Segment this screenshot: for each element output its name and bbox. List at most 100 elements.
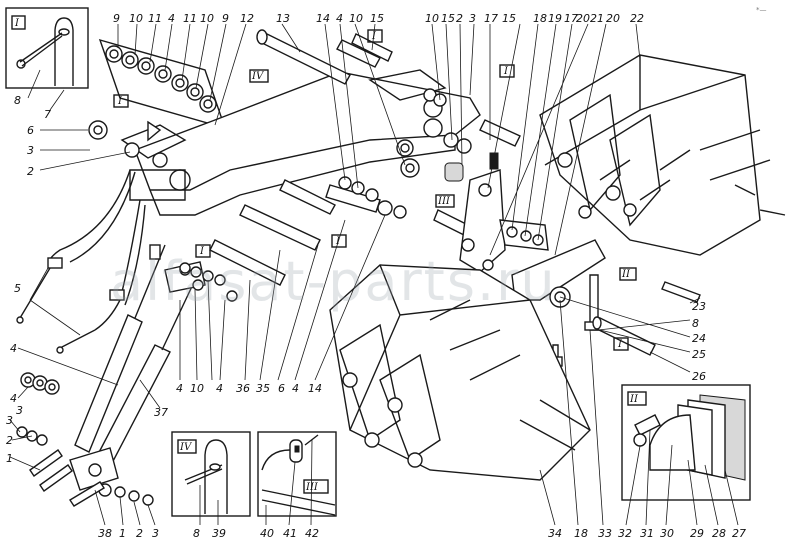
callout-4: 4: [168, 12, 175, 25]
callout-34: 34: [548, 527, 562, 540]
bucket-upper-shell: [539, 54, 761, 256]
inset-IV: IV: [171, 431, 251, 517]
callout-10: 10: [200, 12, 214, 25]
callout-29: 29: [690, 527, 704, 540]
bucket-upper: [539, 54, 786, 256]
corner-mark: *—: [754, 0, 794, 19]
callouts-bottom: 38 1 2 3 37 4 10 4 36 35 6 4 14 34 18 33…: [98, 382, 746, 540]
callout-33: 33: [598, 527, 612, 540]
inset-III-roman: III: [305, 482, 319, 493]
inset-I-roman-box: [11, 15, 26, 30]
callout-27: 27: [732, 527, 746, 540]
inset-II: II: [621, 384, 751, 501]
callout-5: 5: [14, 282, 21, 295]
callout-10: 10: [129, 12, 143, 25]
cylinder-1-body: [74, 314, 143, 453]
inset-II-frame: [621, 384, 751, 501]
callout-3: 3: [27, 144, 34, 157]
grease-fitting-top: [489, 152, 499, 170]
callout-9: 9: [113, 12, 120, 25]
bucket-lower-ear-2: [379, 353, 441, 462]
inset-I: I: [5, 7, 89, 89]
inset-IV-pin: [204, 439, 228, 514]
inset-I-pin: [54, 17, 74, 86]
callout-17: 17: [564, 12, 578, 25]
callout-3: 3: [6, 414, 13, 427]
callout-13: 13: [276, 12, 290, 25]
inset-III-wire: [261, 449, 291, 471]
hydraulic-hoses: [16, 169, 146, 354]
bucket-upper-ear-1: [569, 93, 621, 212]
callout-4: 4: [336, 12, 343, 25]
bucket-lower: [329, 264, 591, 481]
svg-text:I: I: [503, 66, 509, 77]
callout-4: 4: [292, 382, 299, 395]
inset-III-label-41: 41: [283, 527, 297, 540]
callout-19: 19: [548, 12, 562, 25]
svg-text:I: I: [117, 96, 123, 107]
callout-2: 2: [136, 527, 143, 540]
callout-18: 18: [574, 527, 588, 540]
leader-lines: [9, 23, 739, 526]
svg-text:IV: IV: [251, 71, 265, 82]
inset-I-frame: [5, 7, 89, 89]
callout-3: 3: [152, 527, 159, 540]
inset-III-frame: [257, 431, 337, 517]
boom-arm-underside: [149, 135, 456, 216]
svg-text:I: I: [199, 246, 205, 257]
callout-4: 4: [216, 382, 223, 395]
callout-15: 15: [370, 12, 384, 25]
callout-2: 2: [456, 12, 463, 25]
pin-36: [209, 239, 286, 286]
inset-IV-label-8: 8: [193, 527, 200, 540]
inset-I-cotter-pin: [19, 32, 63, 67]
callout-9: 9: [222, 12, 229, 25]
hose-2: [69, 171, 136, 263]
callout-12: 12: [240, 12, 254, 25]
bolt-left-2: [39, 464, 73, 492]
inset-III-label-42: 42: [305, 527, 319, 540]
bolt-38: [69, 481, 105, 507]
callout-18: 18: [533, 12, 547, 25]
callout-37: 37: [154, 406, 168, 419]
bucket-upper-ear-2: [609, 113, 661, 227]
bucket-lower-ear-1: [339, 323, 401, 442]
callout-24: 24: [692, 332, 706, 345]
inset-I-cotter-eye: [16, 59, 26, 69]
hose-4: [124, 204, 146, 306]
callout-8: 8: [692, 317, 699, 330]
svg-text:I: I: [371, 31, 377, 42]
inset-IV-roman: IV: [179, 442, 193, 453]
inset-II-roman-box: [627, 391, 647, 406]
pin-15a: [336, 39, 381, 68]
callout-14: 14: [316, 12, 330, 25]
svg-text:II: II: [621, 269, 631, 280]
watermark-text: alfasat-parts.ru: [110, 250, 557, 313]
callout-20: 20: [606, 12, 620, 25]
washer-row: [105, 45, 217, 113]
callout-10: 10: [190, 382, 204, 395]
callouts-top: 9 10 11 4 11 10 9 12 13 14 4 10 15 10 15…: [113, 12, 644, 25]
callout-10: 10: [349, 12, 363, 25]
callout-31: 31: [640, 527, 654, 540]
inset-III: III: [257, 431, 337, 517]
callout-21: 21: [590, 12, 604, 25]
inset-III-label-40: 40: [260, 527, 274, 540]
boom-base-bore: [169, 169, 191, 191]
callout-15: 15: [502, 12, 516, 25]
callout-7: 7: [44, 108, 51, 121]
boom-base-plate: [129, 169, 186, 201]
callout-6: 6: [27, 124, 34, 137]
callout-17: 17: [484, 12, 498, 25]
inset-III-plate: [261, 489, 336, 516]
callout-8: 8: [14, 94, 21, 107]
boom-head-washers: [396, 88, 499, 182]
callout-26: 26: [692, 370, 706, 383]
hydraulic-cylinders: [69, 244, 206, 497]
callout-23: 23: [692, 300, 706, 313]
callout-6: 6: [278, 382, 285, 395]
callout-22: 22: [630, 12, 644, 25]
callout-30: 30: [660, 527, 674, 540]
